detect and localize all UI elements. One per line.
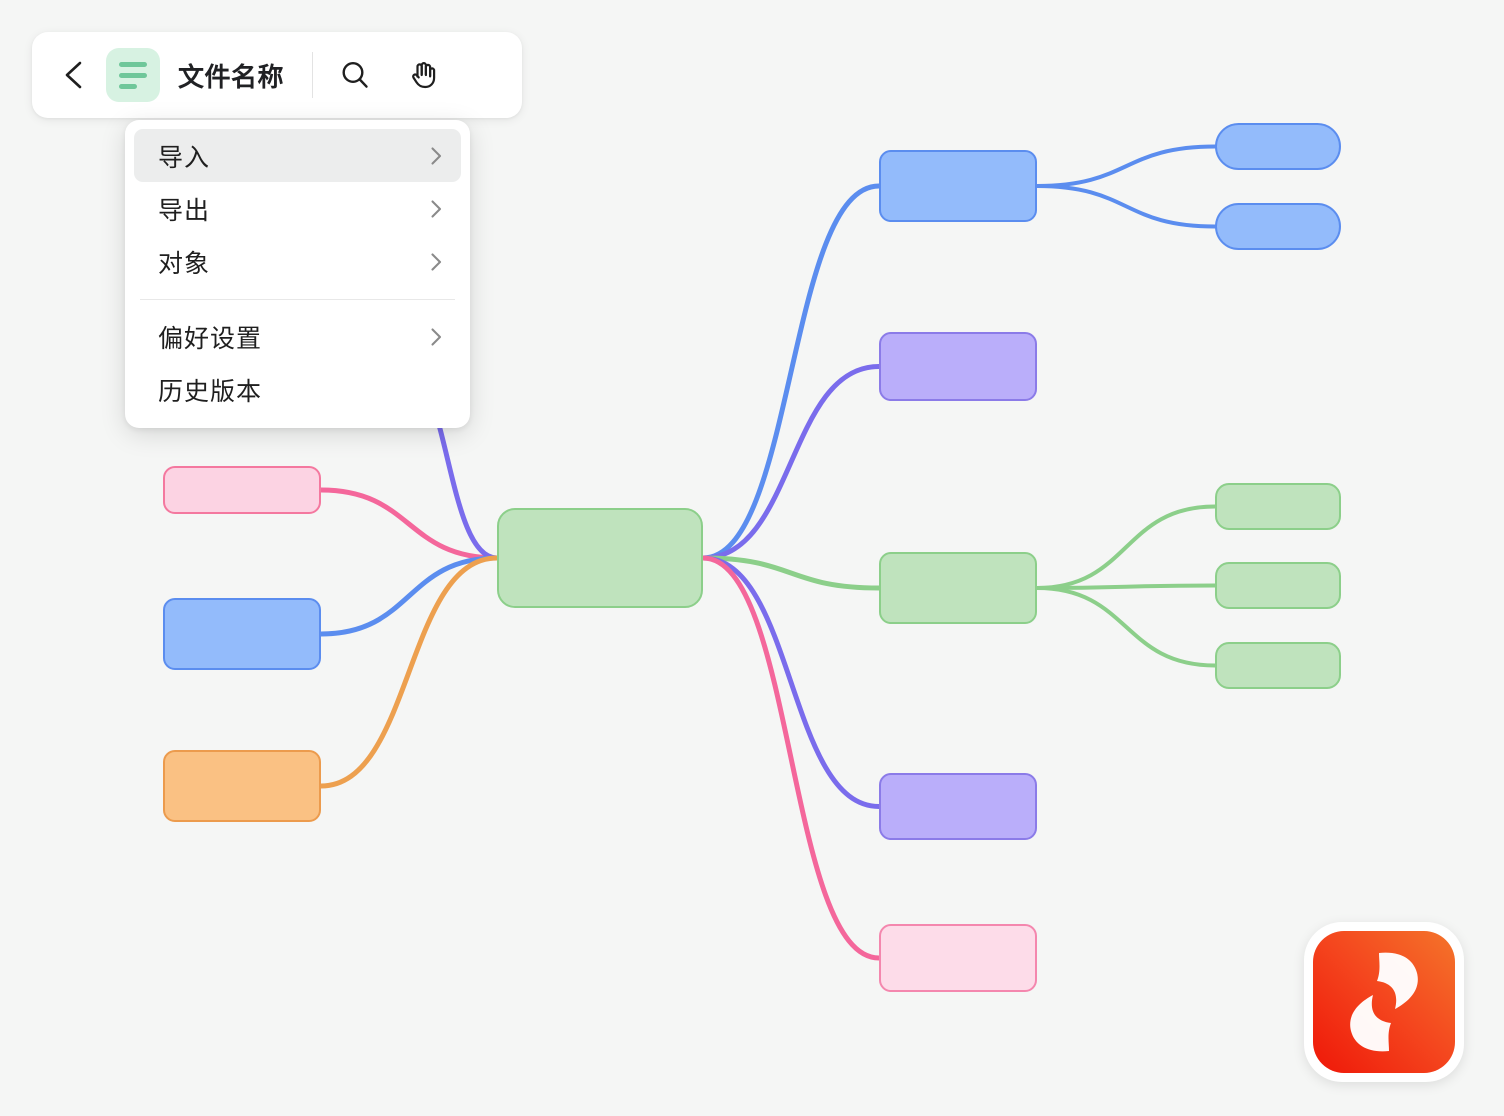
mindmap-node-r1b[interactable] [1215, 203, 1341, 250]
mindmap-edge-r1-r1b [1035, 184, 1217, 229]
menu-item-chevron [425, 198, 447, 220]
chevron-right-icon [431, 252, 442, 271]
mindmap-edge-root-r4 [700, 555, 882, 809]
chevron-right-icon [431, 199, 442, 218]
mindmap-edge-r1-r1a [1035, 144, 1217, 188]
menu-item-3[interactable]: 偏好设置 [134, 310, 461, 363]
mindmap-edge-root-r5 [700, 555, 882, 961]
mindmap-node-r5[interactable] [879, 924, 1037, 992]
toolbar: 文件名称 [32, 32, 522, 118]
file-dropdown-menu: 导入导出对象偏好设置历史版本 [125, 120, 470, 428]
menu-item-label: 历史版本 [158, 377, 263, 406]
search-icon [342, 61, 368, 88]
document-title[interactable]: 文件名称 [178, 61, 285, 92]
menu-item-chevron [425, 145, 447, 167]
mindmap-node-r4[interactable] [879, 773, 1037, 840]
menu-item-2[interactable]: 对象 [134, 235, 461, 288]
doc-icon-line [119, 61, 147, 67]
chevron-right-icon [431, 146, 442, 165]
menu-item-label: 对象 [158, 249, 211, 278]
menu-item-chevron [425, 326, 447, 348]
menu-item-chevron-empty [425, 379, 447, 401]
doc-icon-line [119, 83, 137, 89]
mindmap-node-l2[interactable] [163, 598, 321, 670]
menu-item-4[interactable]: 历史版本 [134, 363, 461, 416]
mindmap-node-r3b[interactable] [1215, 562, 1341, 609]
toolbar-divider [312, 52, 314, 98]
mindmap-edge-r3-r3b [1035, 583, 1217, 590]
back-button[interactable] [46, 47, 102, 103]
mindmap-edge-root-l2 [318, 555, 500, 637]
menu-item-label: 导出 [158, 196, 211, 225]
mindmap-node-l3[interactable] [163, 750, 321, 822]
document-outline-icon [106, 48, 160, 102]
menu-item-0[interactable]: 导入 [134, 129, 461, 182]
mindmap-edge-root-r3 [700, 555, 882, 591]
menu-separator [140, 299, 455, 300]
menu-item-label: 偏好设置 [158, 324, 263, 353]
chevron-left-icon [65, 61, 82, 89]
xmind-app-badge[interactable] [1304, 922, 1464, 1082]
mindmap-node-r3[interactable] [879, 552, 1037, 624]
menu-item-label: 导入 [158, 143, 211, 172]
mindmap-edge-r3-r3a [1035, 504, 1217, 590]
mindmap-node-root[interactable] [497, 508, 703, 608]
hand-pan-button[interactable] [397, 49, 449, 101]
hand-pan-icon [412, 62, 436, 89]
menu-item-chevron [425, 251, 447, 273]
menu-item-1[interactable]: 导出 [134, 182, 461, 235]
mindmap-edge-root-r1 [700, 183, 882, 561]
mindmap-node-l1[interactable] [163, 466, 321, 514]
mindmap-node-r1a[interactable] [1215, 123, 1341, 170]
mindmap-node-r3c[interactable] [1215, 642, 1341, 689]
mindmap-edge-r3-r3c [1035, 586, 1217, 668]
doc-icon-line [119, 72, 147, 78]
mindmap-edge-root-l3 [318, 555, 500, 789]
search-button[interactable] [329, 49, 381, 101]
mindmap-node-r2[interactable] [879, 332, 1037, 401]
mindmap-node-r1[interactable] [879, 150, 1037, 222]
mindmap-edge-root-l1 [318, 487, 500, 561]
xmind-logo-icon [1313, 931, 1455, 1073]
chevron-right-icon [431, 327, 442, 346]
mindmap-node-r3a[interactable] [1215, 483, 1341, 530]
mindmap-edge-root-r2 [700, 364, 882, 561]
